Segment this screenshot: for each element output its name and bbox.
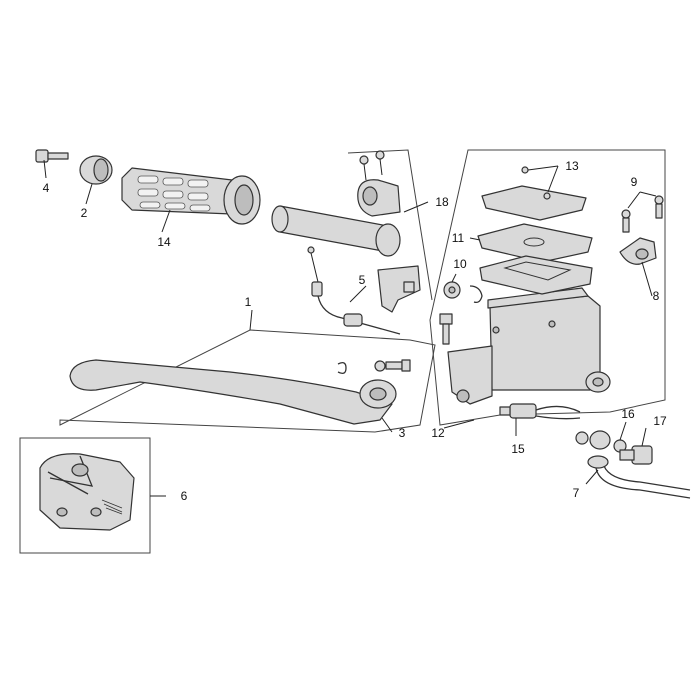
inset-detail-part-6 [39, 453, 135, 531]
bar-end-weight-part-2 [79, 155, 113, 185]
lever-group-frame [59, 329, 436, 433]
brake-lever-part-1 [69, 359, 411, 425]
callout-2: 2 [81, 206, 88, 220]
callout-labels: 1 2 3 4 5 6 7 8 9 10 11 12 13 14 15 16 1… [43, 159, 667, 503]
callout-17: 17 [653, 414, 667, 428]
master-cylinder-group-frame [429, 149, 666, 426]
callout-7: 7 [573, 486, 580, 500]
seal-part-10 [443, 281, 483, 304]
callout-16: 16 [621, 407, 635, 421]
throttle-housing-lower [377, 265, 421, 313]
bolt-part-4 [35, 149, 69, 163]
throttle-group-frame [347, 149, 433, 301]
brake-hose-part-7 [587, 455, 691, 499]
washers-part-16 [575, 430, 627, 453]
throttle-tube [271, 205, 401, 257]
callout-14: 14 [157, 235, 171, 249]
clamp-screws-part-9 [621, 195, 664, 233]
throttle-housing-upper-part-18 [357, 179, 401, 217]
banjo-bolt-part-17 [619, 445, 653, 465]
grip-part-14 [121, 167, 261, 225]
pivot-bolt [439, 313, 453, 345]
reservoir-plate-part-11 [477, 223, 593, 263]
brake-switch-part-15 [499, 403, 581, 420]
reservoir-cap-part-13 [481, 166, 587, 221]
callout-4: 4 [43, 181, 50, 195]
handlebar-clamp-part-8 [619, 237, 657, 265]
callout-9: 9 [631, 175, 638, 189]
housing-screws [359, 150, 385, 181]
callout-18: 18 [435, 195, 449, 209]
callout-3: 3 [399, 426, 406, 440]
callout-11: 11 [452, 231, 465, 245]
callout-15: 15 [511, 442, 525, 456]
callout-5: 5 [359, 273, 366, 287]
leader-lines [43, 159, 657, 497]
callout-1: 1 [245, 295, 252, 309]
callout-12: 12 [431, 426, 445, 440]
callout-13: 13 [565, 159, 579, 173]
cable-part-5 [307, 246, 401, 335]
callout-10: 10 [453, 257, 467, 271]
master-cylinder-part-12 [447, 287, 611, 405]
callout-6: 6 [181, 489, 188, 503]
callout-8: 8 [653, 289, 660, 303]
reservoir-diaphragm [479, 255, 593, 295]
